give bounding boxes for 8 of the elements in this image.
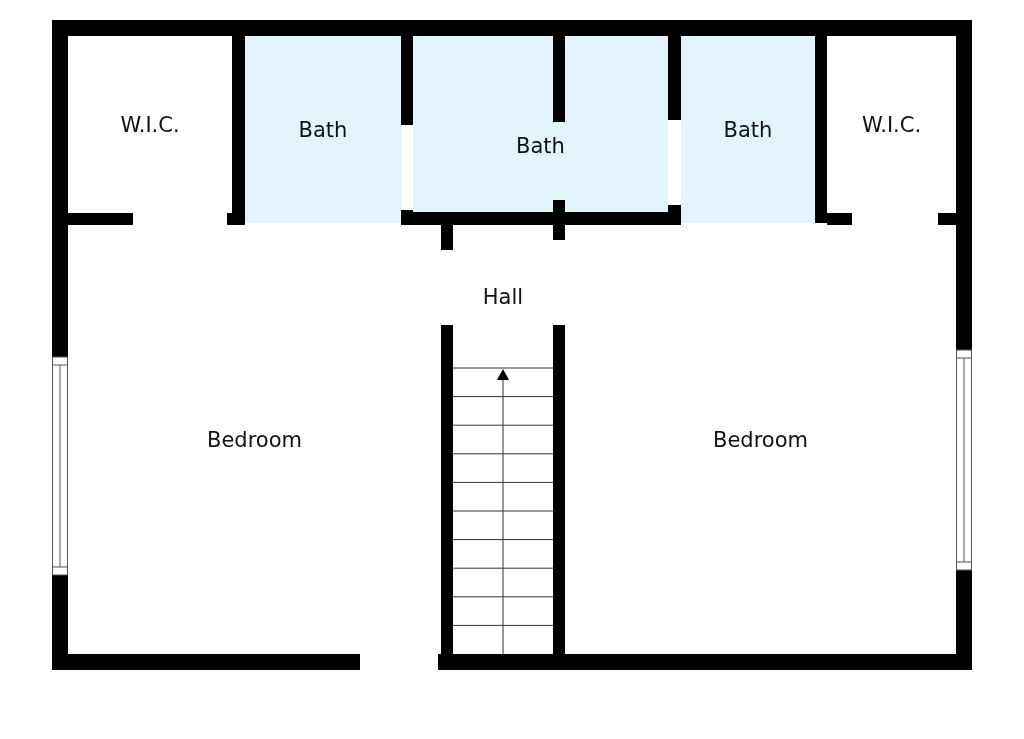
room-label: Bath — [298, 117, 348, 142]
room-label: Hall — [482, 284, 524, 309]
room-label: Bedroom — [713, 427, 808, 452]
room-label: Bath — [723, 117, 773, 142]
room-label: W.I.C. — [120, 112, 180, 137]
room-label: W.I.C. — [861, 112, 922, 137]
room-label: Bath — [516, 134, 565, 158]
room-label: Bedroom — [207, 427, 302, 452]
